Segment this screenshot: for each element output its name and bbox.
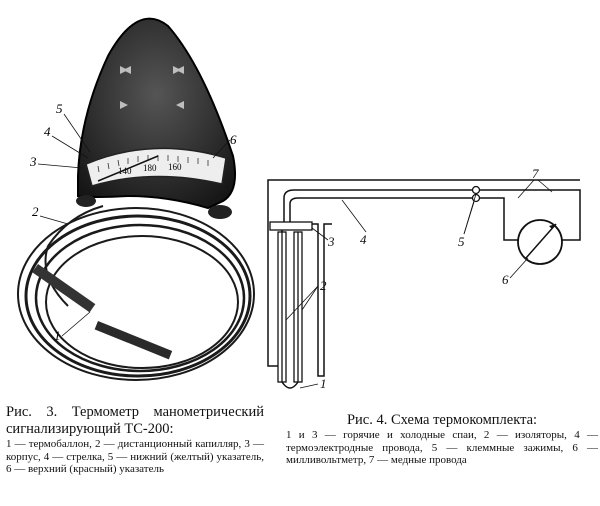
callout-6: 6 [230,132,237,147]
terminal-clamp [471,193,481,203]
callout-6: 6 [502,272,509,287]
terminal-clamp [471,185,481,195]
figure-4-caption-body: 1 и 3 — горячие и холодные спаи, 2 — изо… [286,429,598,466]
scale-label: 160 [168,162,182,172]
dial-face [85,147,227,187]
terminal-frame [267,179,580,190]
capillary-coil [17,205,255,381]
figure-4-caption: Рис. 4. Схема термокомплекта: 1 и 3 — го… [286,412,598,467]
copper-wire-upper [478,189,581,241]
callout-4: 4 [44,124,51,139]
foot-left [76,195,96,207]
callout-2: 2 [32,204,39,219]
case-outline [267,190,332,377]
callout-4: 4 [360,232,367,247]
hot-junction [281,381,299,389]
needle [97,155,159,182]
callout-3: 3 [327,234,335,249]
scale-label: 140 [118,166,132,176]
body-marks [120,66,184,109]
callout-2: 2 [320,278,327,293]
callout-5: 5 [56,101,63,116]
figure-3-caption: Рис. 3. Термометр манометрический сигнал… [6,404,264,476]
scale-label: 180 [143,163,157,173]
figure-3-caption-title: Рис. 3. Термометр манометрический сигнал… [6,404,264,437]
callout-3: 3 [29,154,37,169]
thermo-wire-upper [283,189,474,224]
figure-3-caption-body: 1 — термобаллон, 2 — дистанционный капил… [6,438,264,475]
cold-junction-block [269,221,313,231]
foot-right [208,205,232,219]
figure-4-diagram: 3 4 5 7 6 2 1 [267,166,581,391]
thermo-wire-lower [289,197,474,224]
fig3-callouts: 5 4 3 6 2 1 [29,101,237,343]
callout-1: 1 [54,328,61,343]
figure-4-caption-title: Рис. 4. Схема термокомплекта: [346,412,538,428]
meter-arrowhead [549,224,556,229]
callout-5: 5 [458,234,465,249]
bulb-tube [94,320,173,360]
callout-7: 7 [532,166,539,181]
callout-1: 1 [320,376,327,391]
dial-ticks [97,155,209,173]
thermo-bulb [32,264,96,313]
figure-3-photo: 140 180 160 5 4 3 6 2 1 [17,17,255,381]
copper-wire-lower [478,197,518,241]
meter-needle [525,223,557,259]
